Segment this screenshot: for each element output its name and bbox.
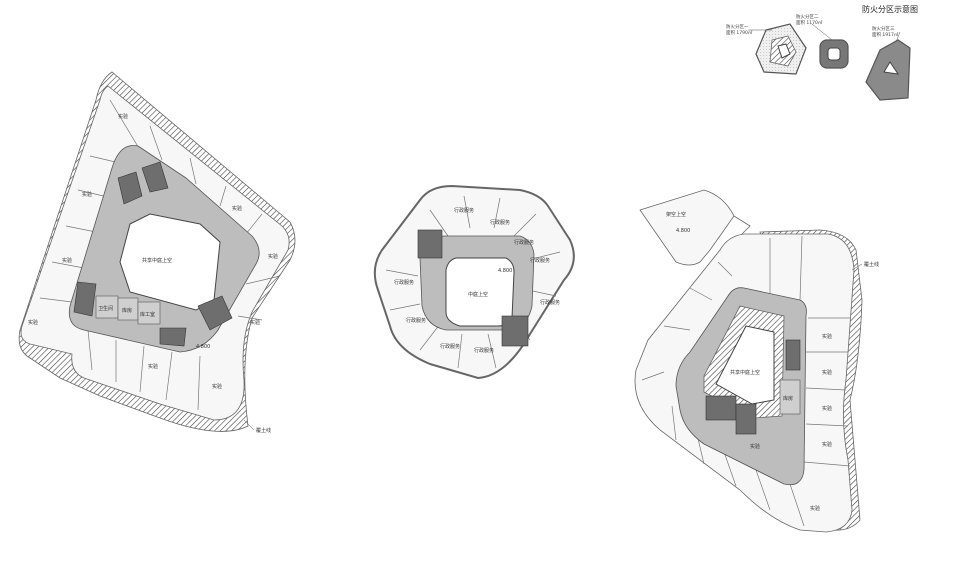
plan-center-elevation: 4.800 [498,268,512,274]
plan-left-room: 实验 [148,363,158,370]
legend-zone-3-name: 防火分区三 [872,25,895,32]
plan-left-room: 实验 [232,205,242,212]
plan-right-wing-elevation: 4.800 [676,228,690,234]
legend-zone-1-area: 面积 1790㎡ [726,29,753,36]
plan-right: 架空上空 4.800 共享中庭上空 [634,189,879,533]
plan-right-room: 实验 [822,405,832,412]
plan-left-callout: 覆土线 [256,427,271,434]
plan-left-room-labels: 实验 实验 实验 实验 实验 实验 实验 实验 实验 [28,113,278,390]
plan-left-core-top [117,161,169,205]
plan-center-atrium-label: 中庭上空 [468,291,488,298]
plan-right-room: 实验 [822,441,832,448]
legend-zone-2-area: 面积 1170㎡ [796,19,823,26]
fire-zone-legend: 防火分区示意图 防火分区一 面积 1790㎡ 防火分区二 面积 1170㎡ 防火… [726,4,918,101]
plan-right-wing [639,189,735,266]
legend-zone-3: 防火分区三 面积 1917㎡ [865,25,911,101]
plan-left: 共享中庭上空 卫生间 库房 库工室 实验 实验 实验 实验 实验 实验 实验 [18,71,296,434]
plan-center-cores [417,229,529,347]
legend-zone-2-name: 防火分区二 [796,13,819,20]
plan-center-room: 行政服务 [490,219,510,226]
plan-left-room: 实验 [28,319,38,326]
plan-center-room: 行政服务 [474,347,494,354]
plan-center-atrium [445,257,515,327]
plan-left-service-rooms: 卫生间 库房 库工室 [95,295,161,325]
plan-right-atrium [715,325,775,405]
legend-zone-1: 防火分区一 面积 1790㎡ [726,23,807,75]
plan-center-room-labels: 行政服务 行政服务 行政服务 行政服务 行政服务 行政服务 行政服务 行政服务 … [394,207,560,354]
plan-left-office-walls [39,99,281,411]
plan-left-core-label-2: 库房 [122,307,132,314]
plan-right-wing-label: 架空上空 [666,211,686,218]
plan-right-callout: 覆土线 [864,261,879,268]
plan-left-core-label-3: 库工室 [140,311,155,318]
plan-center-room: 行政服务 [514,239,534,246]
plan-right-room: 实验 [810,505,820,512]
plan-left-room: 实验 [268,253,278,260]
plan-right-room-labels: 实验 实验 实验 实验 实验 实验 [750,333,832,512]
plan-center-room: 行政服务 [394,279,414,286]
plan-left-room: 实验 [62,257,72,264]
plan-right-cores: 库房 [705,339,801,435]
plan-right-core-label: 库房 [783,395,793,402]
plan-left-elevation: 4.800 [196,344,210,350]
plan-center-room: 行政服务 [406,317,426,324]
plan-center-room: 行政服务 [440,343,460,350]
plan-left-room: 实验 [118,113,128,120]
legend-zone-3-area: 面积 1917㎡ [872,31,899,38]
plan-right-room: 实验 [822,369,832,376]
plan-left-room: 实验 [212,383,222,390]
plan-center: 中庭上空 行政服务 行政服务 行政服务 行政服务 行政服务 行政服务 行政服务 … [373,184,575,380]
plan-left-room: 实验 [82,191,92,198]
plan-left-core-label-1: 卫生间 [98,305,113,312]
plan-left-room: 实验 [250,319,260,326]
plan-center-room: 行政服务 [540,299,560,306]
plan-right-atrium-label: 共享中庭上空 [730,369,760,376]
plan-left-atrium-label: 共享中庭上空 [142,257,172,264]
plan-left-core-bottom [73,281,233,347]
plan-right-room: 实验 [750,443,760,450]
plan-center-room: 行政服务 [530,257,550,264]
legend-zone-2: 防火分区二 面积 1170㎡ [796,13,849,69]
legend-zone-1-name: 防火分区一 [726,23,749,30]
plan-center-room: 行政服务 [454,207,474,214]
legend-title: 防火分区示意图 [862,4,918,14]
plan-right-office-walls [641,235,851,527]
plan-right-room: 实验 [822,333,832,340]
